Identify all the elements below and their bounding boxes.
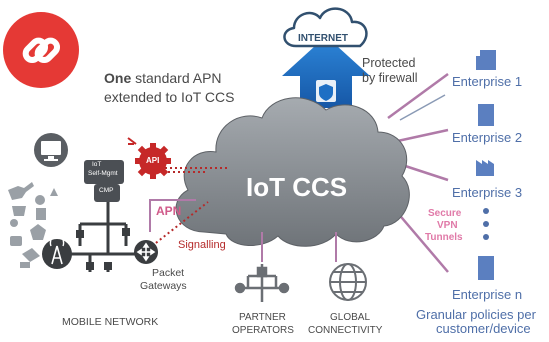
internet-label: INTERNET: [298, 33, 348, 44]
global-line-2: CONNECTIVITY: [308, 325, 383, 336]
intro-line-2: extended to IoT CCS: [104, 89, 235, 105]
network-nodes: [76, 228, 130, 270]
intro-line-1: One standard APN: [104, 70, 222, 86]
intro-line1-rest: standard APN: [135, 70, 222, 86]
iot-ccs-cloud: [175, 97, 410, 247]
vpn-dots: [483, 208, 489, 240]
car-icon: [10, 236, 22, 246]
windmill-icon: [50, 188, 58, 196]
secure-vpn-line-1: Secure: [428, 208, 462, 219]
monitor-icon: [34, 133, 68, 167]
iot-self-mgmt-line-1: IoT: [92, 161, 102, 168]
meter-icon: [36, 208, 46, 220]
granular-line-2: customer/device: [436, 321, 531, 336]
granular-line-1: Granular policies per: [416, 307, 536, 322]
vehicle-icon: [20, 262, 30, 268]
truck-icon: [12, 206, 26, 216]
cmp-box: [94, 184, 120, 202]
iot-devices-cluster: [8, 182, 58, 268]
partner-operators-icon: [234, 264, 290, 302]
enterprise-1-label: Enterprise 1: [452, 74, 523, 89]
internet-cloud: [283, 7, 368, 48]
building-icon-n: [478, 256, 494, 280]
partner-line-1: PARTNER: [239, 312, 286, 323]
firewall-line-1: Protected: [362, 56, 416, 70]
firewall-arrow: [282, 36, 370, 108]
signalling-label: Signalling: [178, 239, 226, 251]
robot-icon: [22, 248, 40, 262]
intro-bold: One: [104, 70, 132, 86]
packet-gateways-line-1: Packet: [152, 267, 185, 279]
secure-vpn-line-3: Tunnels: [425, 232, 463, 243]
secure-vpn-line-2: VPN: [437, 220, 458, 231]
building-icon-2: [478, 104, 494, 126]
api-gear-icon: [127, 137, 171, 179]
apn-line: [149, 199, 196, 232]
drone-icon: [8, 182, 34, 200]
mobile-network-label: MOBILE NETWORK: [62, 316, 159, 328]
iot-self-mgmt-line-2: Self-Mgmt: [88, 170, 118, 177]
cmp-label: CMP: [99, 187, 114, 194]
cell-tower-icon: [42, 239, 72, 269]
globe-icon: [329, 263, 367, 301]
enterprise-n-label: Enterprise n: [452, 287, 523, 302]
factory-icon-3: [476, 160, 494, 176]
lock-icon: [30, 224, 46, 240]
wind-turbine-icon: [35, 195, 45, 205]
enterprise-3-label: Enterprise 3: [452, 185, 523, 200]
cloud-label: IoT CCS: [246, 172, 348, 202]
bottom-connectors: [261, 232, 337, 262]
firewall-line-2: by firewall: [362, 71, 418, 85]
partner-line-2: OPERATORS: [232, 325, 294, 336]
signalling-dotted-lines: [151, 167, 230, 247]
router-icon: [134, 240, 158, 264]
packet-gateways-line-2: Gateways: [140, 280, 187, 292]
sensor-icon: [10, 219, 18, 227]
api-label: API: [146, 156, 160, 165]
building-icon-1: [476, 50, 496, 70]
iot-self-mgmt-box: [84, 160, 124, 184]
global-line-1: GLOBAL: [330, 312, 371, 323]
apn-label: APN: [156, 204, 182, 218]
chain-link-icon: [3, 12, 79, 88]
enterprise-2-label: Enterprise 2: [452, 130, 523, 145]
